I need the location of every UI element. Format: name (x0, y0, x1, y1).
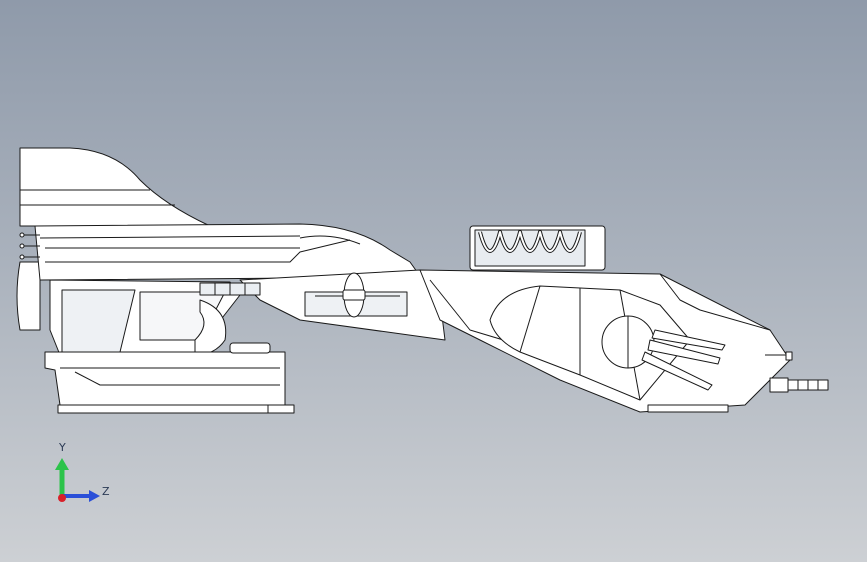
top-fin (19, 147, 211, 227)
rear-block (16, 261, 41, 331)
coil-spring-barrel (469, 225, 606, 271)
y-axis-label: Y (59, 441, 66, 454)
x-axis-dot (58, 494, 66, 502)
base-stand (44, 351, 286, 406)
cutaway-rail (199, 282, 261, 296)
front-prongs (641, 329, 726, 391)
muzzle-connector (765, 351, 829, 393)
upper-receiver (34, 223, 421, 281)
front-dome (489, 285, 691, 401)
rear-pins (19, 232, 40, 260)
coordinate-triad (55, 458, 100, 502)
z-axis-label: Z (102, 485, 110, 498)
